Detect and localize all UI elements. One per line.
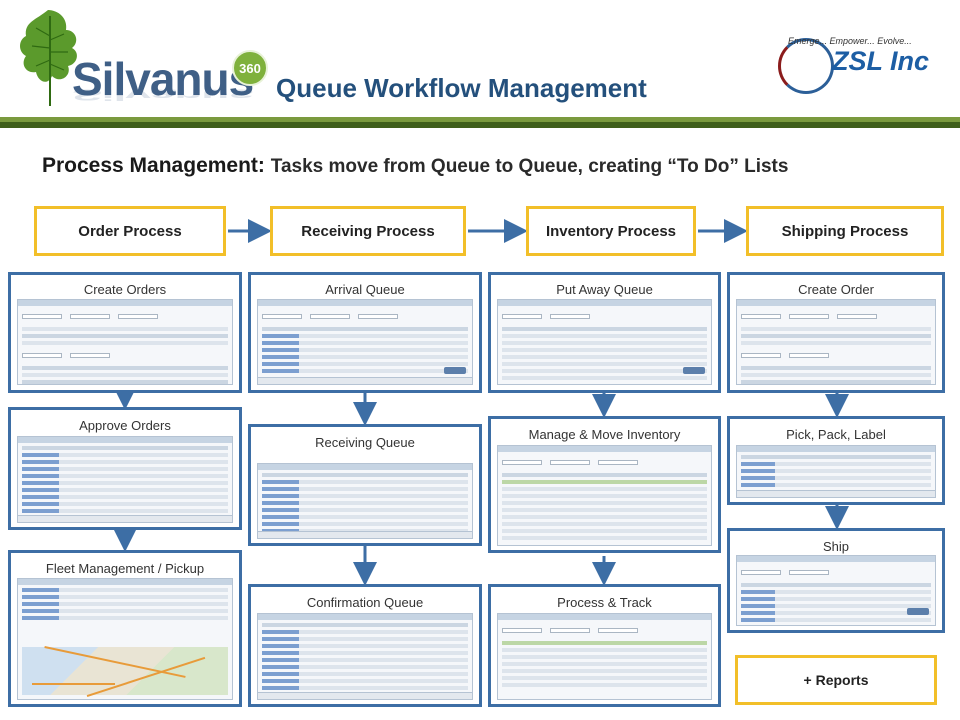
panel-receiving-queue[interactable]: Receiving Queue [248, 424, 482, 546]
panel-pick-pack-label-title: Pick, Pack, Label [786, 427, 886, 442]
fleet-map[interactable] [22, 646, 228, 697]
create-orders-screenshot [17, 299, 233, 385]
fleet-management-screenshot [17, 578, 233, 700]
panel-approve-orders[interactable]: Approve Orders [8, 407, 242, 530]
subtitle-rest: Tasks move from Queue to Queue, creating… [270, 156, 789, 177]
partner-ring-icon [778, 38, 834, 94]
process-order-label: Order Process [78, 222, 182, 240]
panel-create-order-title: Create Order [798, 282, 874, 297]
subtitle: Process Management: Tasks move from Queu… [42, 154, 788, 178]
page-title: Queue Workflow Management [276, 73, 647, 103]
panel-pick-pack-label[interactable]: Pick, Pack, Label [727, 416, 945, 505]
approve-orders-screenshot [17, 436, 233, 523]
put-away-queue-screenshot [497, 299, 712, 385]
ship-screenshot [736, 555, 936, 626]
reports-button[interactable]: + Reports [735, 655, 937, 705]
receiving-queue-screenshot [257, 463, 473, 539]
header-divider-dark [0, 122, 960, 128]
panel-create-orders-title: Create Orders [83, 282, 167, 297]
process-track-screenshot [497, 613, 712, 700]
panel-ship-title: Ship [822, 539, 850, 554]
partner-logo: Emerge... Empower... Evolve... ZSL Inc [774, 36, 944, 96]
panel-ship[interactable]: Ship [727, 528, 945, 633]
manage-inventory-screenshot [497, 445, 712, 546]
brand-name: Silvanus [72, 53, 254, 105]
panel-receiving-queue-title: Receiving Queue [315, 435, 415, 450]
partner-tagline: Emerge... Empower... Evolve... [788, 36, 912, 46]
process-inventory-label: Inventory Process [545, 222, 677, 240]
panel-process-track-title: Process & Track [557, 595, 652, 610]
panel-create-orders[interactable]: Create Orders [8, 272, 242, 393]
oak-leaf-logo-icon [20, 10, 77, 106]
panel-manage-inventory[interactable]: Manage & Move Inventory [488, 416, 721, 553]
panel-process-track[interactable]: Process & Track [488, 584, 721, 707]
process-receiving[interactable]: Receiving Process [270, 206, 466, 256]
brand-name-reflection: Silvanus [72, 85, 254, 105]
panel-fleet-management-title: Fleet Management / Pickup [45, 561, 205, 576]
reports-label: + Reports [803, 672, 869, 688]
process-receiving-label: Receiving Process [301, 222, 435, 240]
pick-pack-label-screenshot [736, 445, 936, 498]
panel-arrival-queue-title: Arrival Queue [325, 282, 405, 297]
process-shipping[interactable]: Shipping Process [746, 206, 944, 256]
panel-confirmation-queue-title: Confirmation Queue [306, 595, 424, 610]
arrival-queue-screenshot [257, 299, 473, 385]
panel-manage-inventory-title: Manage & Move Inventory [528, 427, 681, 442]
confirmation-queue-screenshot [257, 613, 473, 700]
panel-put-away-queue[interactable]: Put Away Queue [488, 272, 721, 393]
process-shipping-label: Shipping Process [781, 222, 909, 240]
process-inventory[interactable]: Inventory Process [526, 206, 696, 256]
process-order[interactable]: Order Process [34, 206, 226, 256]
panel-fleet-management[interactable]: Fleet Management / Pickup [8, 550, 242, 707]
panel-confirmation-queue[interactable]: Confirmation Queue [248, 584, 482, 707]
panel-create-order[interactable]: Create Order [727, 272, 945, 393]
panel-arrival-queue[interactable]: Arrival Queue [248, 272, 482, 393]
partner-name: ZSL Inc [832, 46, 930, 76]
brand-badge: 360 [232, 50, 268, 86]
subtitle-lead: Process Management: [42, 154, 265, 177]
panel-put-away-queue-title: Put Away Queue [556, 282, 653, 297]
panel-approve-orders-title: Approve Orders [79, 418, 171, 433]
create-order-screenshot [736, 299, 936, 385]
header-divider [0, 117, 960, 122]
